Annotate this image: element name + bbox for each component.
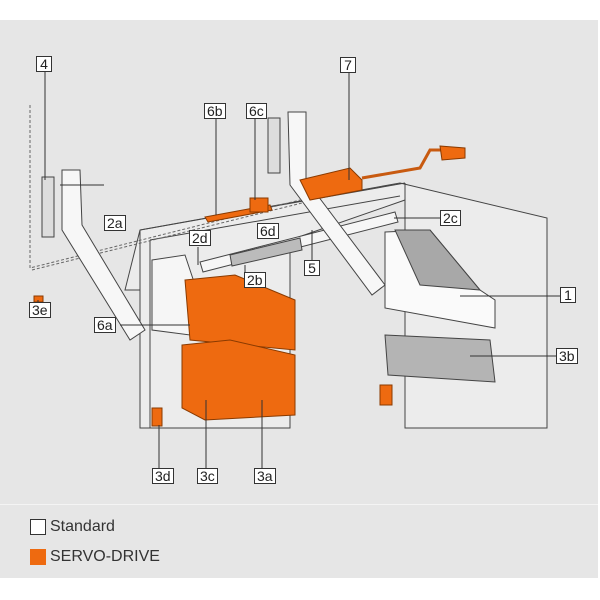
clip-3d-left xyxy=(151,407,163,427)
label-3a: 3a xyxy=(254,468,276,484)
label-6c: 6c xyxy=(246,103,267,119)
legend-servo-drive-label: SERVO-DRIVE xyxy=(50,548,160,565)
label-7: 7 xyxy=(340,57,356,73)
cover-cap-3b xyxy=(384,334,496,383)
label-2d: 2d xyxy=(189,230,211,246)
left-lift-arm xyxy=(61,169,146,341)
transformer-7 xyxy=(299,167,363,201)
label-2b: 2b xyxy=(244,272,266,288)
divider xyxy=(0,504,598,505)
legend-servo-drive: SERVO-DRIVE xyxy=(30,548,160,566)
label-4: 4 xyxy=(36,56,52,72)
legend-standard-label: Standard xyxy=(50,518,115,535)
label-3c: 3c xyxy=(197,468,218,484)
label-3d: 3d xyxy=(152,468,174,484)
power-cable xyxy=(361,148,445,180)
servo-drive-cover-3a xyxy=(181,339,296,421)
label-6d: 6d xyxy=(257,223,279,239)
junction-6c xyxy=(249,197,269,213)
legend-standard: Standard xyxy=(30,518,115,536)
plug xyxy=(439,145,466,161)
label-2c: 2c xyxy=(440,210,461,226)
label-1: 1 xyxy=(560,287,576,303)
door-outline xyxy=(29,105,301,269)
label-6b: 6b xyxy=(204,103,226,119)
label-6a: 6a xyxy=(94,317,116,333)
label-3b: 3b xyxy=(556,348,578,364)
servo-drive-swatch xyxy=(30,549,46,565)
clip-3d-right xyxy=(379,384,393,406)
label-3e: 3e xyxy=(29,302,51,318)
standard-swatch xyxy=(30,519,46,535)
label-2a: 2a xyxy=(104,215,126,231)
servo-drive-unit xyxy=(184,274,296,351)
label-5: 5 xyxy=(304,260,320,276)
